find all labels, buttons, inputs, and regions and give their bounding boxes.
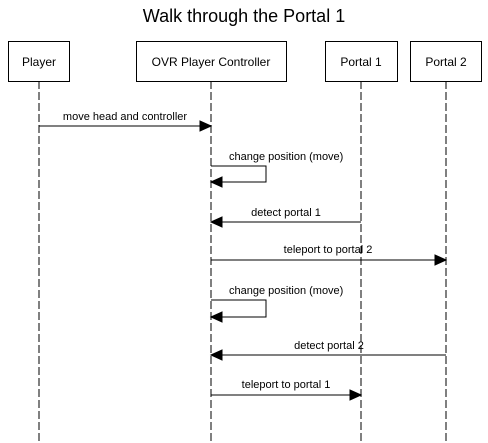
arrowhead-icon [199,120,213,132]
participant-box [8,41,70,82]
participant-label: Portal 2 [425,55,467,69]
participant-box [136,41,287,82]
message-teleport-to-portal-2: teleport to portal 2 [211,244,448,266]
message-teleport-to-portal-1: teleport to portal 1 [211,379,363,401]
message-label: move head and controller [63,111,187,123]
message-label: teleport to portal 2 [284,244,373,256]
arrowhead-icon [209,216,223,228]
message-label: teleport to portal 1 [242,379,331,391]
arrowhead-icon [434,254,448,266]
participant-portal-1: Portal 1 [325,41,398,82]
message-detect-portal-2: detect portal 2 [209,340,446,361]
participant-portal-2: Portal 2 [410,41,482,82]
participant-box [325,41,398,82]
participant-ovr-player-controller: OVR Player Controller [136,41,287,82]
message-move-head-and-controller: move head and controller [39,111,213,132]
arrowhead-icon [209,311,223,323]
participant-label: Player [22,55,56,69]
diagram-title: Walk through the Portal 1 [143,6,345,26]
arrowhead-icon [349,389,363,401]
message-label: detect portal 2 [294,340,364,352]
message-change-position-2: change position (move) [209,285,343,323]
message-label: change position (move) [229,151,343,163]
arrowhead-icon [209,176,223,188]
message-label: detect portal 1 [251,207,321,219]
participant-label: Portal 1 [340,55,382,69]
message-change-position-1: change position (move) [209,151,343,188]
participant-label: OVR Player Controller [152,55,271,69]
message-detect-portal-1: detect portal 1 [209,207,361,228]
participant-box [410,41,482,82]
message-line [211,299,267,318]
message-line [211,165,267,183]
arrowhead-icon [209,349,223,361]
message-label: change position (move) [229,285,343,297]
participant-player: Player [8,41,70,82]
